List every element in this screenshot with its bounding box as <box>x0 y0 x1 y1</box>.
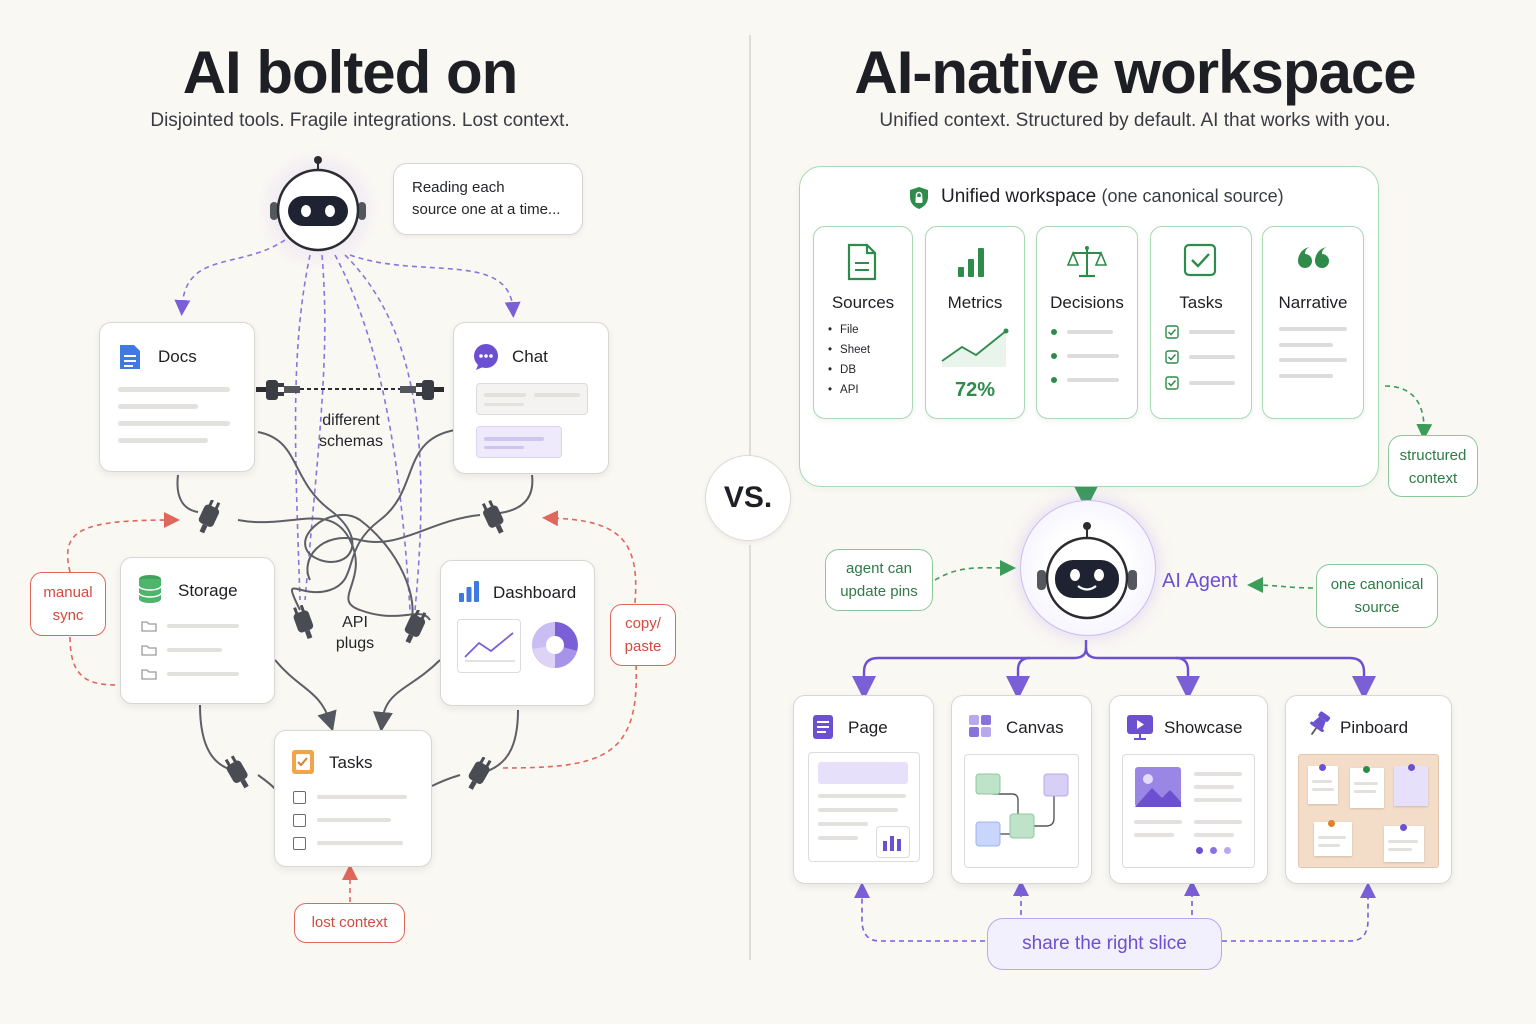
storage-card[interactable]: Storage <box>120 557 275 704</box>
output-showcase[interactable]: Showcase <box>1109 695 1268 884</box>
output-canvas-title: Canvas <box>1006 718 1064 737</box>
page-icon <box>813 715 833 739</box>
dashboard-title: Dashboard <box>493 583 577 602</box>
tasks-title: Tasks <box>329 753 373 772</box>
output-pinboard-title: Pinboard <box>1340 718 1409 737</box>
trend-line-icon <box>941 328 1009 367</box>
checklist-icon <box>292 750 314 774</box>
folder-icon <box>141 621 157 632</box>
chat-card[interactable]: Chat <box>453 322 609 474</box>
line-chart-icon <box>464 632 515 662</box>
plug-icon-api-left <box>293 605 314 640</box>
bar-chart-icon <box>958 248 984 277</box>
module-decisions[interactable]: Decisions <box>1036 226 1138 419</box>
bar-chart-icon <box>883 836 901 851</box>
bot-speech-bubble: Reading each source one at a time... <box>393 163 583 235</box>
checked-box-icon <box>1165 325 1179 339</box>
module-sources-title: Sources <box>831 293 895 312</box>
module-narrative-title: Narrative <box>1278 293 1348 312</box>
module-decisions-title: Decisions <box>1050 293 1124 312</box>
right-subtitle: Unified context. Structured by default. … <box>879 110 1391 131</box>
image-icon <box>1135 767 1181 807</box>
output-showcase-title: Showcase <box>1164 718 1243 737</box>
plug-icon-tasks-right <box>468 757 492 790</box>
folder-icon <box>141 669 157 680</box>
dashboard-card[interactable]: Dashboard <box>440 560 595 706</box>
output-page[interactable]: Page <box>793 695 934 884</box>
lost-context-tag: lost context <box>294 903 405 943</box>
document-icon <box>847 243 877 281</box>
plug-icon-left-schema <box>256 380 300 400</box>
output-canvas[interactable]: Canvas <box>951 695 1092 884</box>
quote-icon <box>1298 247 1329 268</box>
scale-icon <box>1067 246 1107 278</box>
checked-box-icon <box>1165 350 1179 364</box>
flow-diagram-icon <box>975 773 1069 847</box>
source-list: File Sheet DB API <box>828 320 870 400</box>
robot-icon <box>1037 522 1137 620</box>
output-pinboard[interactable]: Pinboard <box>1285 695 1452 884</box>
task-checkbox[interactable] <box>293 814 306 827</box>
plug-icon-docs <box>198 500 221 534</box>
pie-chart-icon <box>532 622 578 668</box>
chat-icon <box>474 344 498 370</box>
module-narrative[interactable]: Narrative <box>1262 226 1364 419</box>
shield-lock-icon <box>910 187 928 209</box>
presentation-icon <box>1127 715 1153 740</box>
storage-title: Storage <box>178 581 238 600</box>
docs-title: Docs <box>158 347 197 366</box>
bubble-line-2: source one at a time... <box>412 201 561 218</box>
right-title: AI-native workspace <box>854 39 1416 106</box>
workspace-title: Unified workspace (one canonical source) <box>941 186 1284 207</box>
module-metrics[interactable]: Metrics 72% <box>925 226 1025 419</box>
bar-chart-icon <box>459 581 479 602</box>
plug-icon-chat <box>481 500 504 534</box>
vs-badge: VS. <box>705 455 791 541</box>
metric-value: 72% <box>954 379 996 401</box>
plug-icon-tasks-left <box>224 755 249 789</box>
ai-agent-label: AI Agent <box>1162 570 1238 592</box>
left-title: AI bolted on <box>182 39 519 106</box>
document-icon <box>120 345 140 369</box>
module-tasks-title: Tasks <box>1179 293 1223 312</box>
docs-card[interactable]: Docs <box>99 322 255 472</box>
plug-icon-right-schema <box>400 380 444 400</box>
folder-icon <box>141 645 157 656</box>
module-tasks[interactable]: Tasks <box>1150 226 1252 419</box>
left-subtitle: Disjointed tools. Fragile integrations. … <box>150 110 570 131</box>
chat-title: Chat <box>512 347 548 366</box>
plug-icon-api-right <box>404 610 427 644</box>
copy-paste-tag: copy/paste <box>610 604 676 666</box>
task-checkbox[interactable] <box>293 837 306 850</box>
checkbox-icon <box>1183 243 1217 277</box>
pushpin-icon <box>1310 711 1331 736</box>
output-page-title: Page <box>848 718 888 737</box>
module-metrics-title: Metrics <box>947 293 1003 312</box>
task-checkbox[interactable] <box>293 791 306 804</box>
share-slice-tag: share the right slice <box>987 918 1222 970</box>
robot-icon <box>270 156 366 252</box>
grid-icon <box>969 715 991 737</box>
module-sources[interactable]: Sources File Sheet DB API <box>813 226 913 419</box>
checked-box-icon <box>1165 376 1179 390</box>
tasks-card[interactable]: Tasks <box>274 730 432 867</box>
bubble-line-1: Reading each <box>412 179 505 196</box>
database-icon <box>138 575 162 603</box>
